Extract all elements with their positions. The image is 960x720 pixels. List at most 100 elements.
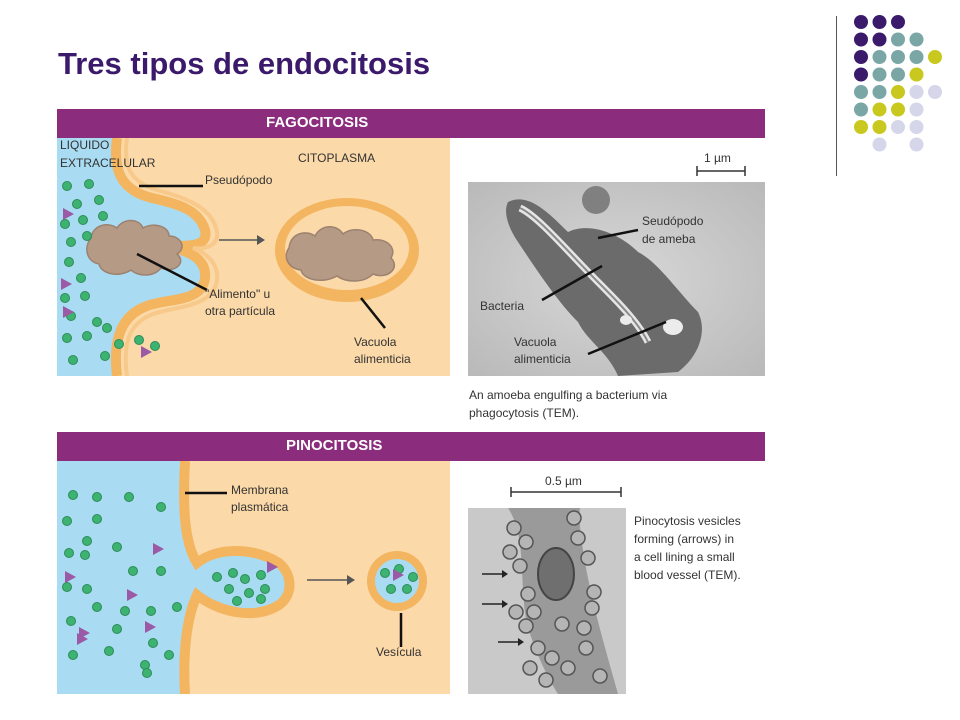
green-particle: [84, 179, 94, 189]
label-alimento-line2: otra partícula: [205, 304, 276, 318]
decorative-dot: [891, 102, 905, 117]
micro2-caption-line4: blood vessel (TEM).: [634, 568, 741, 582]
micrograph-pinocytosis: [468, 508, 626, 694]
green-particle: [114, 339, 124, 349]
vesicle-profile: [538, 672, 554, 688]
pinocitosis-illustration: [57, 461, 450, 694]
organelle: [537, 547, 575, 601]
green-particle: [82, 231, 92, 241]
triangle-particle: [153, 543, 164, 555]
label-alimento-line1: "Alimento" u: [205, 287, 271, 301]
micro1-label-seudopodo-line1: Seudópodo: [642, 214, 704, 228]
green-particle: [64, 257, 74, 267]
green-particle: [76, 273, 86, 283]
green-particle: [60, 293, 70, 303]
food-particle: [86, 219, 183, 276]
decorative-dot: [854, 67, 868, 82]
green-particle: [80, 291, 90, 301]
green-particle: [68, 650, 78, 660]
fagocitosis-diagram: [57, 138, 450, 376]
micro1-label-vacuola-line2: alimenticia: [514, 352, 571, 366]
decorative-dot: [872, 137, 887, 152]
pinocitosis-diagram: [57, 461, 450, 694]
decorative-dot: [891, 32, 905, 47]
decorative-dot: [872, 32, 887, 47]
decorative-dot: [854, 15, 868, 29]
vacuole-hole: [663, 319, 683, 335]
green-particle: [224, 584, 234, 594]
particle-pointer: [136, 252, 208, 292]
decorative-dot: [909, 102, 924, 117]
decorative-dot: [854, 50, 868, 64]
green-particle: [100, 351, 110, 361]
decorative-dot: [909, 137, 924, 152]
decorative-dot: [854, 102, 868, 117]
triangle-particle: [61, 278, 72, 290]
decorative-dot: [909, 67, 924, 82]
decorative-dot: [891, 50, 905, 64]
micro2-scale-bar: [510, 487, 622, 497]
green-particle: [72, 199, 82, 209]
pseudopod-inner-edge: [123, 138, 220, 376]
label-extracelular: EXTRACELULAR: [60, 156, 156, 170]
green-particle: [62, 582, 72, 592]
label-liquido: LIQUIDO: [60, 138, 110, 152]
green-particle: [98, 211, 108, 221]
green-particle: [256, 570, 266, 580]
decorative-dot-grid: [854, 15, 942, 152]
green-particle: [102, 323, 112, 333]
label-membrana-line1: Membrana: [231, 483, 289, 497]
vesicle-profile: [576, 620, 592, 636]
green-particle: [232, 596, 242, 606]
fagocitosis-header: FAGOCITOSIS: [266, 114, 369, 131]
triangle-particle: [393, 569, 404, 581]
vesicle-profile: [502, 544, 518, 560]
engulfed-particle: [285, 226, 396, 282]
green-particle: [244, 588, 254, 598]
vesicle-profile: [518, 534, 534, 550]
decorative-dot: [891, 85, 905, 99]
vesicle-profile: [522, 660, 538, 676]
process-arrowhead: [257, 235, 265, 245]
pinocitosis-header: PINOCITOSIS: [286, 437, 383, 454]
green-particle: [148, 638, 158, 648]
green-particle: [82, 536, 92, 546]
label-pseudopodo: Pseudópodo: [205, 173, 273, 187]
micrograph-vesicles: [502, 510, 608, 688]
green-particle: [156, 502, 166, 512]
green-particle: [124, 492, 134, 502]
decorative-dot: [872, 50, 887, 64]
micro1-caption-line1: An amoeba engulfing a bacterium via: [469, 388, 668, 402]
green-particle: [172, 602, 182, 612]
vacuola-pointer: [587, 320, 667, 356]
green-particle: [62, 181, 72, 191]
triangle-particle: [65, 571, 76, 583]
triangle-particle: [63, 306, 74, 318]
decorative-dot: [891, 15, 905, 29]
green-particle: [92, 492, 102, 502]
green-particle: [92, 514, 102, 524]
green-particle: [128, 566, 138, 576]
decorative-dot: [854, 120, 868, 134]
green-particle: [402, 584, 412, 594]
seudopodo-pointer: [597, 228, 639, 240]
green-particle: [62, 516, 72, 526]
decorative-dot: [928, 85, 942, 99]
green-particle: [134, 335, 144, 345]
vesicle-profile: [566, 510, 582, 526]
decorative-dot: [891, 120, 905, 134]
label-citoplasma: CITOPLASMA: [298, 151, 376, 165]
green-particle: [82, 584, 92, 594]
vesicle-profile: [530, 640, 546, 656]
green-particle: [408, 572, 418, 582]
process-arrowhead: [347, 575, 355, 585]
green-particle: [92, 317, 102, 327]
green-particle: [64, 548, 74, 558]
pinocitosis-particles: [62, 490, 418, 678]
green-particle: [94, 195, 104, 205]
green-particle: [240, 574, 250, 584]
green-particle: [156, 566, 166, 576]
micro1-caption-line2: phagocytosis (TEM).: [469, 406, 580, 420]
vesicle-profile: [592, 668, 608, 684]
green-particle: [260, 584, 270, 594]
